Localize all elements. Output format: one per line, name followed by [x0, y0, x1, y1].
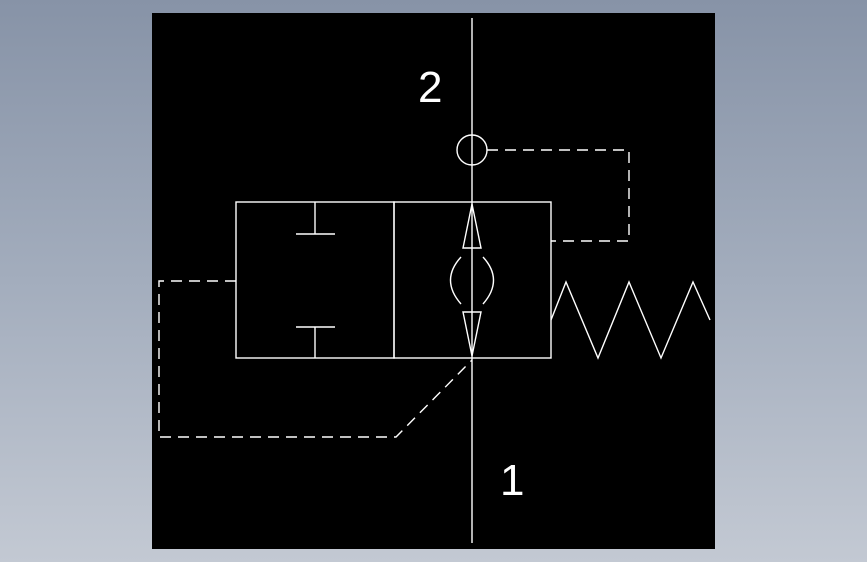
- spring-symbol: [550, 280, 711, 360]
- orifice-arc-left: [449, 256, 462, 305]
- valve-envelope-right: [393, 201, 552, 359]
- flow-arrow-down: [462, 311, 482, 357]
- flow-arrow-up: [462, 203, 482, 249]
- orifice-arc-right: [482, 256, 495, 305]
- pilot-line-bottom: [158, 280, 473, 438]
- port-2-label: 2: [418, 63, 442, 112]
- port-1-label: 1: [500, 456, 524, 505]
- blocked-port-symbol-bottom: [296, 326, 335, 358]
- drawing-area: [152, 13, 715, 549]
- pilot-line-top: [487, 149, 630, 242]
- blocked-port-symbol-top: [296, 202, 335, 235]
